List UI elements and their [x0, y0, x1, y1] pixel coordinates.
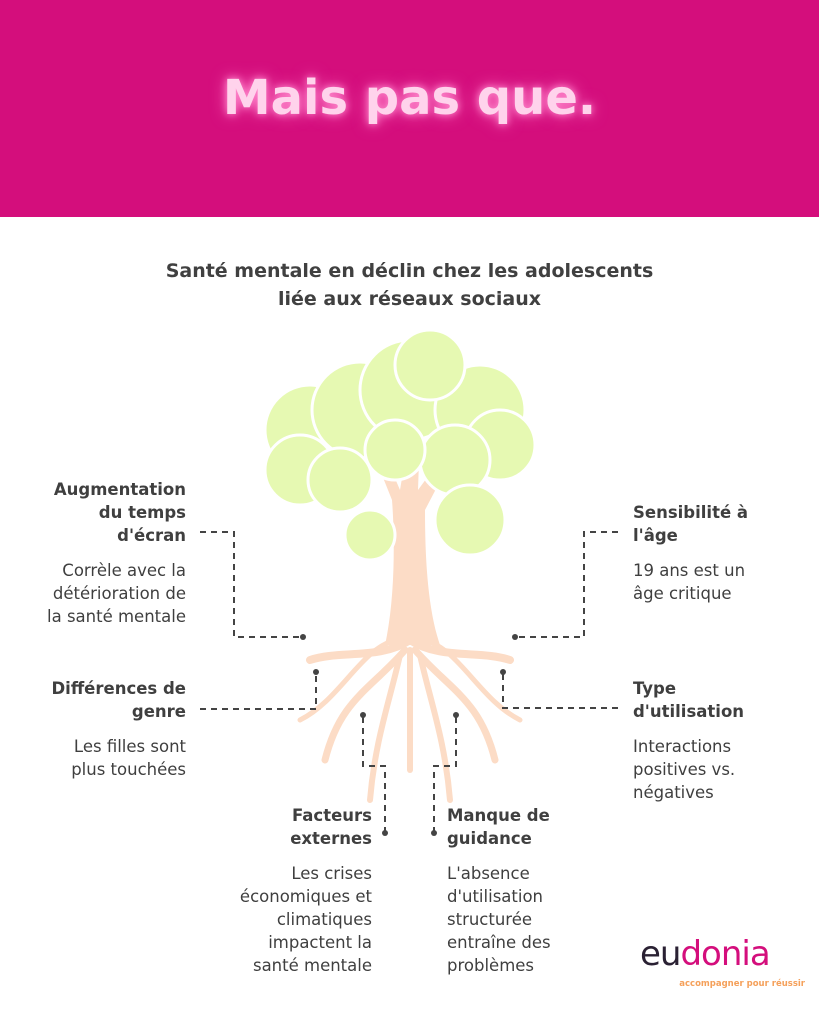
text-line: Manque de	[447, 806, 550, 825]
text-line: économiques et	[239, 887, 372, 906]
text-line: positives vs.	[633, 760, 736, 779]
text-line: détérioration de	[52, 584, 186, 603]
text-line: Interactions	[633, 737, 732, 756]
text-line: plus touchées	[71, 760, 186, 779]
text-line: climatiques	[276, 910, 372, 929]
factor-external: Facteurs externes Les crises économiques e…	[182, 804, 372, 977]
text-line: Augmentation	[53, 480, 186, 499]
factor-guidance: Manque de guidance L'absence d'utilisation…	[447, 804, 637, 977]
logo-part-donia: donia	[680, 934, 770, 974]
text-line: d'utilisation	[633, 702, 745, 721]
text-line: L'absence	[447, 864, 530, 883]
factor-usage-type: Type d'utilisation Interactions positives …	[633, 677, 819, 804]
text-line: âge critique	[633, 584, 732, 603]
text-line: la santé mentale	[47, 607, 186, 626]
factor-title: Type d'utilisation	[633, 677, 819, 723]
connector-dots	[300, 634, 518, 836]
logo-wordmark: eudonia	[640, 932, 805, 976]
tree-roots	[297, 636, 523, 803]
factor-title: Différences de genre	[0, 677, 186, 723]
factor-title: Manque de guidance	[447, 804, 637, 850]
subtitle: Santé mentale en déclin chez les adolesc…	[0, 257, 819, 313]
text-line: du temps	[98, 503, 186, 522]
tree-canopy	[263, 328, 537, 562]
text-line: négatives	[633, 783, 714, 802]
text-line: d'utilisation	[447, 887, 544, 906]
text-line: structurée	[447, 910, 533, 929]
text-line: entraîne des	[447, 933, 551, 952]
text-line: santé mentale	[252, 956, 372, 975]
page-title: Mais pas que.	[222, 70, 597, 126]
connector-lines	[200, 531, 618, 833]
logo-tagline: accompagner pour réussir	[679, 979, 805, 989]
text-line: guidance	[447, 829, 532, 848]
text-line: l'âge	[633, 526, 678, 545]
subtitle-line: Santé mentale en déclin chez les adolesc…	[165, 260, 654, 282]
text-line: Facteurs	[291, 806, 372, 825]
text-line: problèmes	[447, 956, 535, 975]
factor-gender: Différences de genre Les filles sont plus …	[0, 677, 186, 781]
text-line: Différences de	[51, 679, 186, 698]
text-line: 19 ans est un	[633, 561, 746, 580]
text-line: genre	[131, 702, 186, 721]
text-line: Les filles sont	[73, 737, 186, 756]
factor-title: Augmentation du temps d'écran	[0, 478, 186, 547]
subtitle-line: liée aux réseaux sociaux	[277, 288, 542, 310]
factor-screen-time: Augmentation du temps d'écran Corrèle avec…	[0, 478, 186, 628]
eudonia-logo: eudonia accompagner pour réussir	[640, 932, 805, 990]
text-line: Les crises	[291, 864, 372, 883]
text-line: Type	[633, 679, 677, 698]
text-line: Sensibilité à	[633, 503, 749, 522]
text-line: impactent la	[268, 933, 372, 952]
text-line: d'écran	[117, 526, 186, 545]
factor-title: Facteurs externes	[182, 804, 372, 850]
text-line: Corrèle avec la	[62, 561, 186, 580]
text-line: externes	[290, 829, 372, 848]
logo-part-eu: eu	[640, 934, 681, 974]
header-banner: Mais pas que.	[0, 0, 819, 217]
factor-age-sensitivity: Sensibilité à l'âge 19 ans est un âge crit…	[633, 501, 819, 605]
factor-title: Sensibilité à l'âge	[633, 501, 819, 547]
